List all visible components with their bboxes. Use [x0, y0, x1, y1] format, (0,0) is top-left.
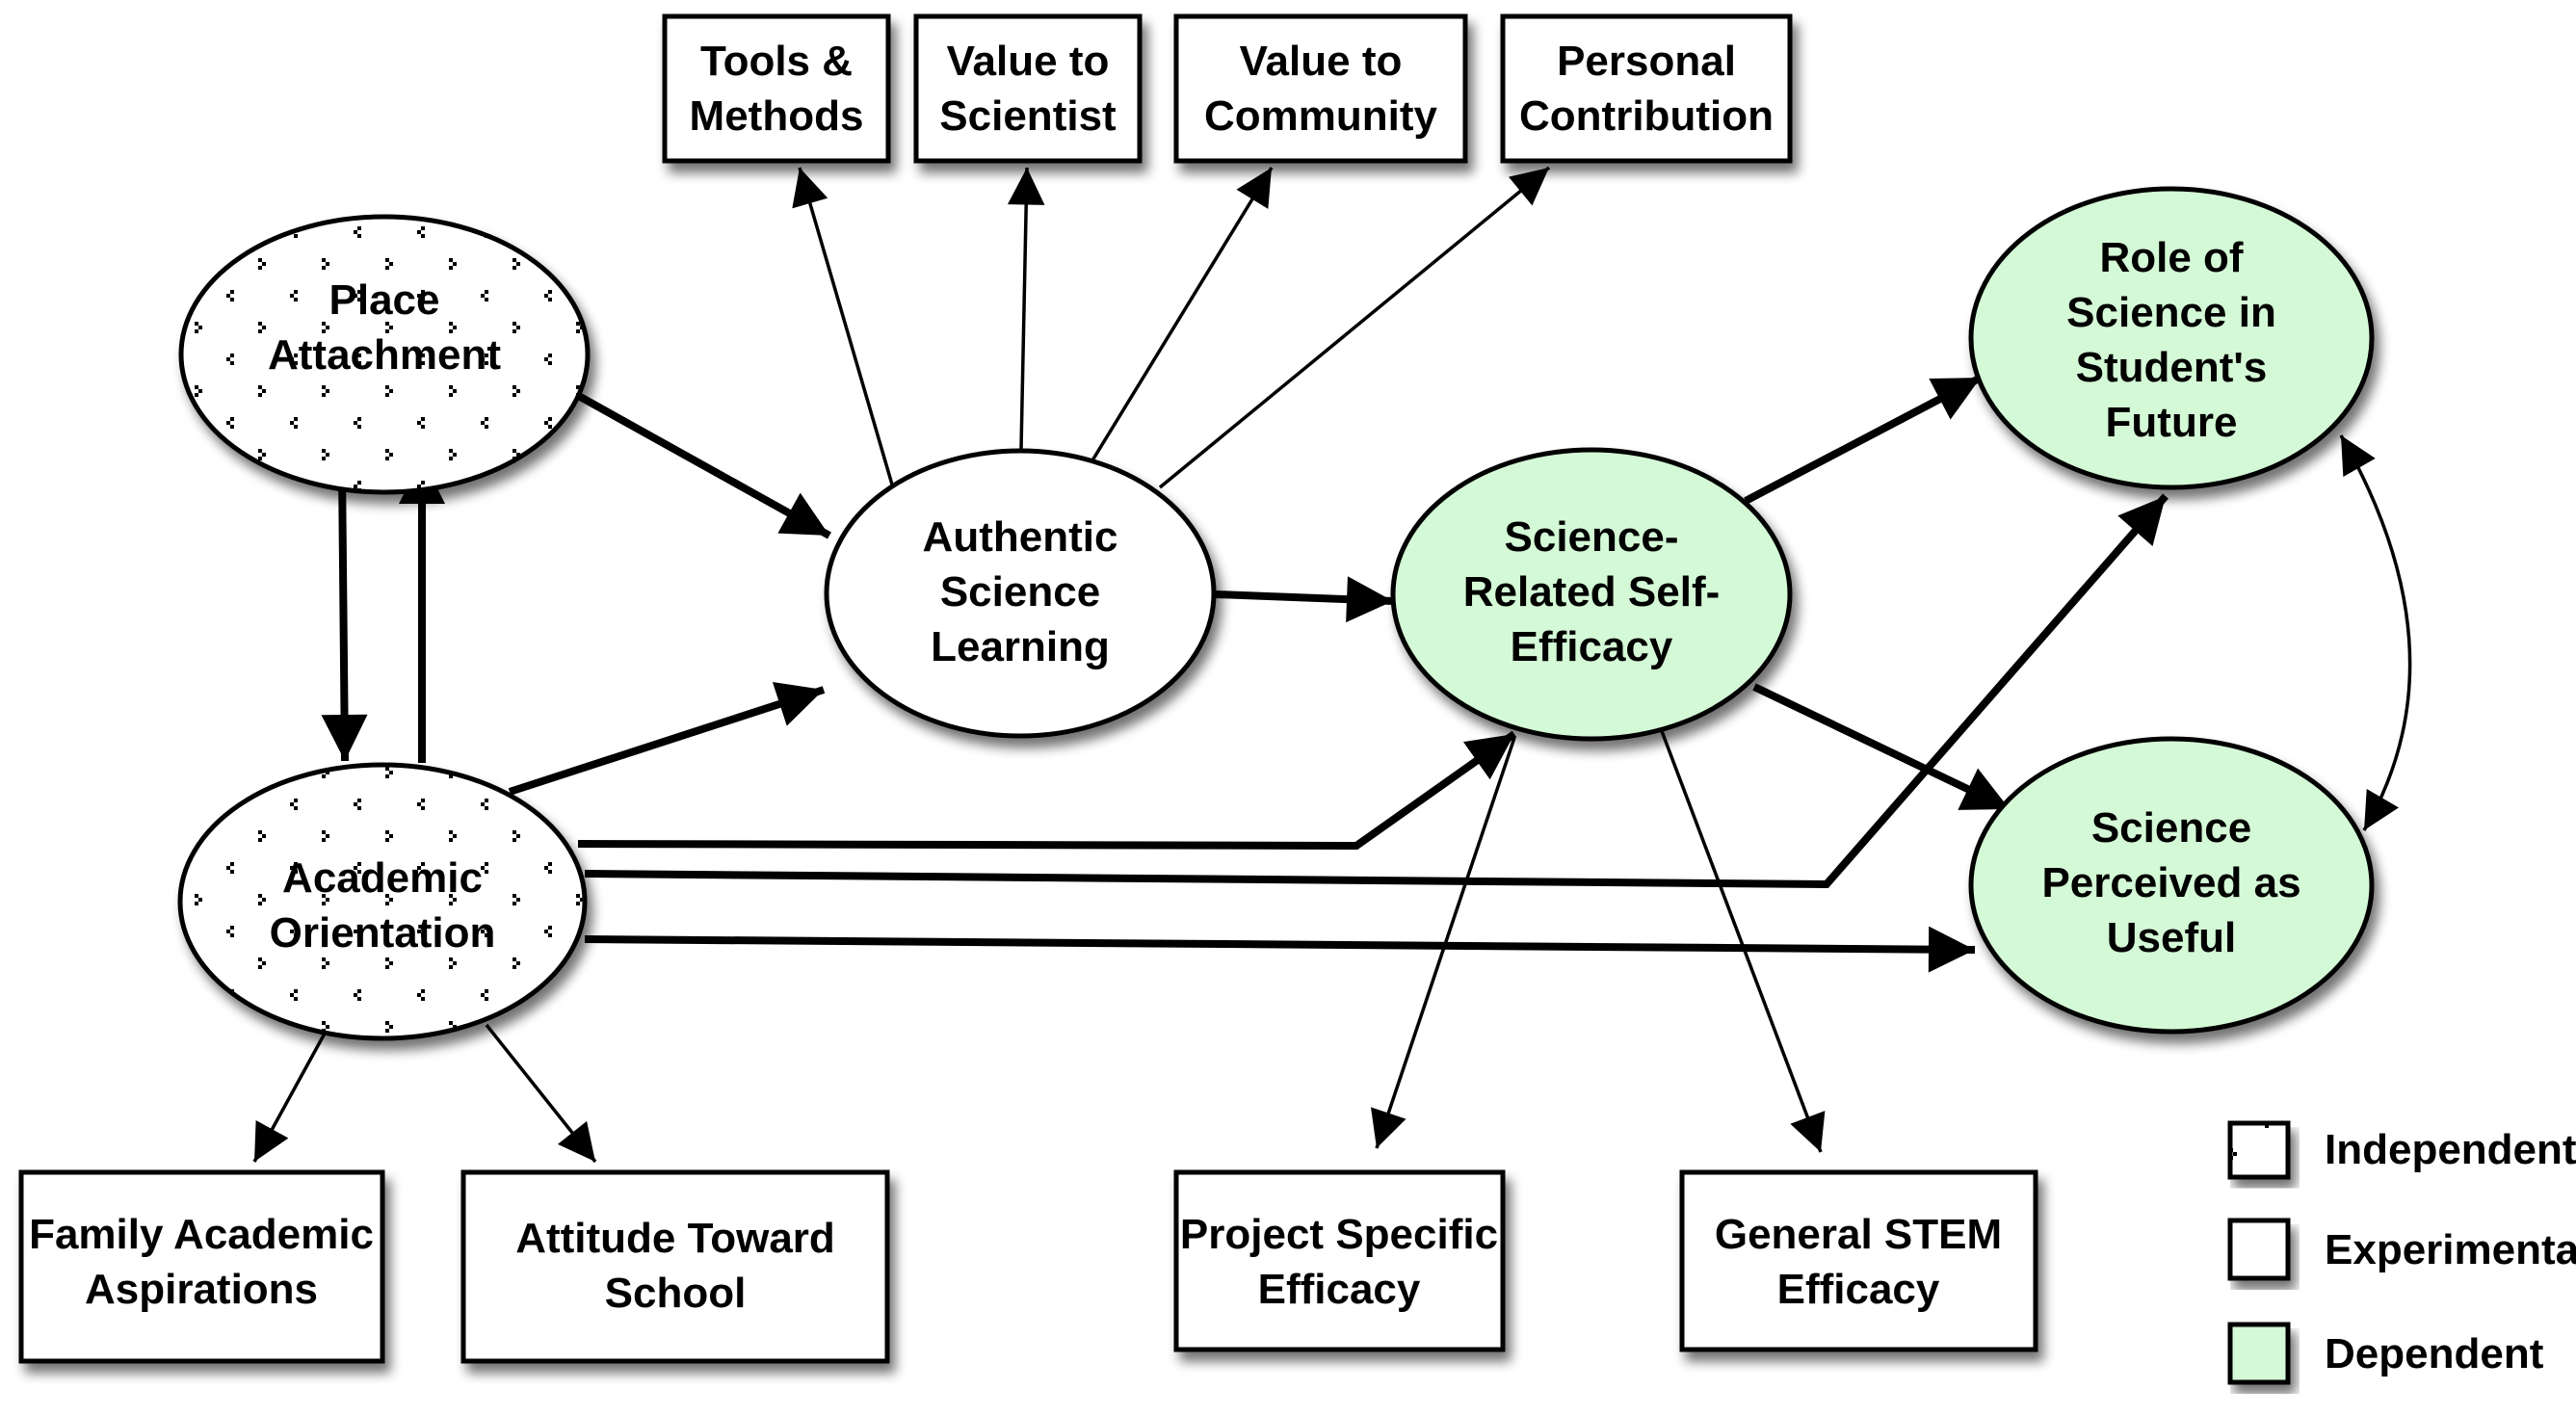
box-label-line: Personal [1557, 38, 1736, 85]
legend-item-independent: Independent [2227, 1120, 2576, 1180]
edge-authentic-to-value-scientist [1007, 167, 1045, 450]
node-label-line: Academic [282, 854, 483, 902]
box-general-stem-efficacy[interactable]: General STEM Efficacy [1679, 1169, 2038, 1352]
node-label-line: Attachment [268, 331, 501, 379]
node-label-line: Perceived as [2041, 859, 2300, 906]
edge-self-efficacy-to-useful [1752, 683, 2011, 813]
box-label-line: Family Academic [29, 1211, 374, 1258]
box-label-line: Attitude Toward [515, 1215, 835, 1262]
edge-self-efficacy-to-project [1371, 737, 1516, 1149]
box-label-line: Value to [947, 38, 1110, 85]
svg-text:Science-Related Self-Efficacy: Science- Related Self- Efficacy [1463, 513, 1721, 670]
box-label-line: Tools & [700, 38, 853, 85]
edge-self-efficacy-to-role [1744, 374, 1983, 505]
edge-academic-to-attitude [485, 1023, 597, 1164]
edge-academic-to-role [584, 493, 2169, 889]
edge-authentic-to-self-efficacy [1215, 576, 1394, 623]
box-label-line: Value to [1240, 38, 1403, 85]
edge-academic-to-authentic [508, 682, 826, 796]
edge-authentic-to-tools [792, 167, 894, 485]
legend-swatch-dependent [2227, 1322, 2291, 1385]
edge-academic-to-self-efficacy [577, 730, 1517, 851]
node-label-line: Authentic [923, 513, 1118, 561]
box-label-line: Scientist [939, 92, 1117, 140]
edge-authentic-to-value-community [1091, 167, 1274, 461]
box-label-line: General STEM [1715, 1211, 2002, 1258]
box-label-line: Efficacy [1258, 1266, 1421, 1313]
node-label-line: Science- [1505, 513, 1679, 561]
node-science-related-self-efficacy[interactable]: Science- Related Self- Efficacy [1390, 447, 1793, 742]
legend: Independent Experimental Dependent [2227, 1120, 2576, 1385]
edge-authentic-to-personal [1158, 166, 1551, 489]
node-label-line: Learning [931, 623, 1110, 670]
node-label-line: Science in [2066, 289, 2276, 336]
node-label-line: Related Self- [1463, 568, 1721, 616]
svg-text:Tools &Methods: Tools & Methods [690, 38, 864, 140]
edge-place-to-authentic [565, 385, 831, 539]
edge-role-useful-correlation [2339, 434, 2412, 831]
edges [252, 166, 2412, 1164]
box-label-line: Methods [690, 92, 864, 140]
box-label-line: School [605, 1270, 747, 1317]
box-value-to-scientist[interactable]: Value to Scientist [913, 13, 1143, 164]
box-label-line: Project Specific [1180, 1211, 1498, 1258]
box-label-line: Efficacy [1777, 1266, 1940, 1313]
box-label-line: Contribution [1519, 92, 1774, 140]
node-label-line: Future [2106, 399, 2238, 446]
node-label-line: Science [940, 568, 1100, 616]
legend-label-independent: Independent [2325, 1126, 2576, 1173]
node-label-line: Orientation [270, 909, 496, 957]
node-label-line: Role of [2099, 234, 2243, 281]
legend-swatch-experimental [2227, 1218, 2291, 1281]
legend-label-experimental: Experimental [2325, 1226, 2576, 1273]
node-label-line: Useful [2107, 914, 2236, 961]
box-tools-methods[interactable]: Tools & Methods [662, 13, 891, 164]
edge-place-to-academic [321, 467, 368, 762]
legend-item-dependent: Dependent [2227, 1322, 2544, 1385]
edge-self-efficacy-to-general-stem [1660, 730, 1826, 1153]
edge-academic-to-family [252, 1031, 328, 1163]
node-label-line: Student's [2076, 344, 2268, 391]
legend-label-dependent: Dependent [2325, 1330, 2544, 1377]
node-label-line: Place [329, 276, 440, 324]
box-label-line: Aspirations [85, 1266, 318, 1313]
node-label-line: Efficacy [1511, 623, 1673, 670]
edge-academic-to-useful [584, 926, 1976, 973]
box-label-line: Community [1204, 92, 1438, 140]
box-value-to-community[interactable]: Value to Community [1173, 13, 1468, 164]
node-label-line: Science [2091, 804, 2251, 852]
legend-item-experimental: Experimental [2227, 1218, 2576, 1281]
legend-swatch-independent [2227, 1120, 2291, 1180]
